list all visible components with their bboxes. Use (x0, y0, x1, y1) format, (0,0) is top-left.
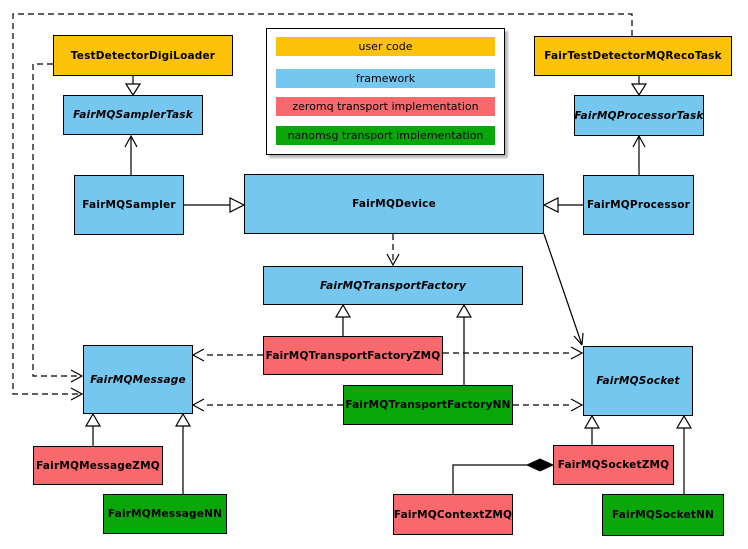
edge-dep-factorynn-message (191, 398, 343, 412)
edge-gen-processor-device (542, 197, 583, 213)
edge-dep-factoryzmq-socket (443, 346, 584, 360)
node-fairmq-message-nn: FairMQMessageNN (103, 494, 227, 534)
edge-dep-factorynn-socket (513, 398, 584, 412)
node-test-detector-digi-loader: TestDetectorDigiLoader (53, 35, 233, 76)
legend-item-user-code: user code (276, 37, 495, 56)
node-fairmq-transport-factory-zmq: FairMQTransportFactoryZMQ (263, 336, 443, 375)
edge-gen-messagezmq-message (84, 412, 102, 446)
edge-gen-socketnn-socket (675, 414, 693, 494)
legend-box: user code framework zeromq transport imp… (266, 28, 505, 155)
edge-gen-factorynn-factory (455, 303, 473, 385)
edge-dep-digiloader-message (32, 63, 84, 383)
node-fairmq-sampler-task: FairMQSamplerTask (63, 95, 203, 135)
edge-gen-sampler-device (184, 197, 246, 213)
edge-gen-socketzmq-socket (583, 414, 601, 445)
node-fairmq-device: FairMQDevice (244, 174, 544, 234)
legend-item-framework: framework (276, 69, 495, 88)
edge-assoc-processor-processortask (632, 134, 646, 175)
edge-dep-recotask-message (12, 13, 633, 401)
edge-assoc-device-socket (543, 233, 584, 346)
legend-item-nanomsg: nanomsg transport implementation (276, 126, 495, 145)
edge-assoc-sampler-samplertask (124, 134, 138, 175)
node-fairmq-processor: FairMQProcessor (583, 175, 694, 235)
edge-gen-digiloader-samplertask (124, 76, 142, 97)
node-fairmq-socket-zmq: FairMQSocketZMQ (553, 445, 674, 485)
node-fairmq-context-zmq: FairMQContextZMQ (393, 494, 513, 535)
node-fairmq-processor-task: FairMQProcessorTask (574, 95, 704, 136)
node-fairmq-socket: FairMQSocket (583, 346, 693, 416)
edge-gen-recotask-processortask (630, 76, 648, 97)
node-fairmq-message-zmq: FairMQMessageZMQ (33, 446, 163, 485)
node-fairmq-message: FairMQMessage (83, 345, 193, 414)
node-fairmq-transport-factory-nn: FairMQTransportFactoryNN (343, 385, 513, 425)
node-fairmq-transport-factory: FairMQTransportFactory (263, 266, 523, 305)
node-fairmq-socket-nn: FairMQSocketNN (602, 494, 724, 536)
node-fair-test-detector-mq-reco-task: FairTestDetectorMQRecoTask (534, 36, 732, 76)
node-fairmq-sampler: FairMQSampler (74, 175, 184, 235)
edge-gen-messagenn-message (174, 412, 192, 494)
edge-dep-device-transportfactory (386, 234, 400, 267)
edge-comp-contextzmq-socketzmq (452, 458, 555, 494)
legend-item-zeromq: zeromq transport implementation (276, 97, 495, 116)
edge-gen-factoryzmq-factory (334, 303, 352, 336)
edge-dep-factoryzmq-message (191, 348, 263, 362)
